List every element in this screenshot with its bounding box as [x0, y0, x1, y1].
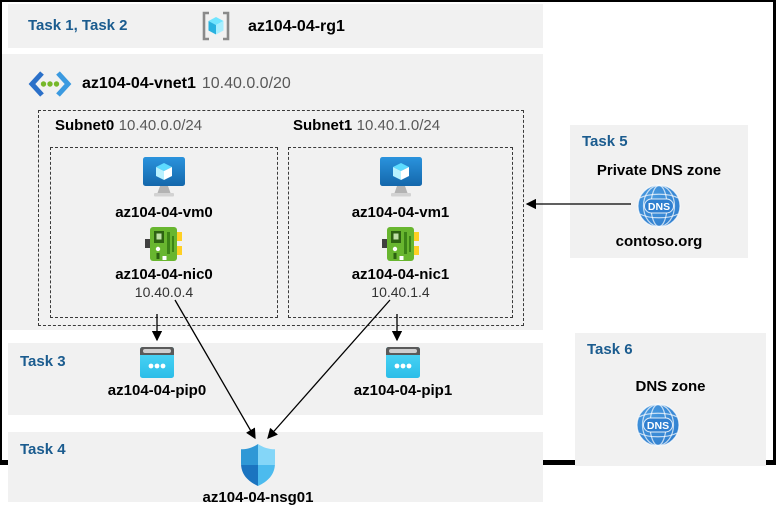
task6-label: Task 6 [587, 341, 633, 358]
nic-name: az104-04-nic1 [351, 266, 450, 283]
vm-icon [379, 157, 422, 197]
resource-group-icon [202, 11, 230, 41]
nsg-group: az104-04-nsg01 [193, 443, 323, 506]
dns-zone-title: DNS zone [635, 378, 706, 395]
pip0-name: az104-04-pip0 [107, 382, 207, 399]
vnet-region: az104-04-vnet1 10.40.0.0/20 Subnet0 10.4… [2, 54, 543, 330]
task3-band: Task 3 az104-04-pip0 az104-04-pip1 [8, 343, 543, 415]
pip1-group: az104-04-pip1 [338, 347, 468, 399]
vm-name: az104-04-vm1 [351, 204, 450, 221]
subnet0-cidr: 10.40.0.0/24 [118, 117, 203, 134]
subnet0-box: az104-04-vm0 az104-04-nic0 10.40.0.4 [50, 147, 278, 318]
vnet-header: az104-04-vnet1 10.40.0.0/20 [28, 70, 291, 98]
resource-group-name: az104-04-rg1 [248, 18, 345, 35]
task4-label: Task 4 [20, 441, 66, 458]
subnet0-label: Subnet0 10.40.0.0/24 [55, 117, 202, 135]
subnet1-box: az104-04-vm1 az104-04-nic1 10.40.1.4 [288, 147, 513, 318]
dns-icon-text: DNS [648, 201, 670, 213]
subnet0-name: Subnet0 [55, 117, 115, 134]
vm-name: az104-04-vm0 [115, 204, 213, 221]
nic-ip: 10.40.0.4 [134, 284, 194, 300]
public-ip-icon [140, 347, 174, 378]
vnet-name: az104-04-vnet1 [82, 75, 196, 92]
dns-icon-text: DNS [647, 420, 669, 432]
task4-band: Task 4 az104-04-nsg01 [8, 432, 543, 506]
private-dns-zone-title: Private DNS zone [596, 162, 722, 179]
task-1-2-label: Task 1, Task 2 [28, 17, 128, 34]
task5-box: Task 5 Private DNS zone DNS contoso.org [570, 125, 748, 258]
dns-icon: DNS [636, 403, 680, 447]
task3-label: Task 3 [20, 353, 66, 370]
nsg-shield-icon [241, 444, 275, 486]
task5-label: Task 5 [582, 133, 628, 150]
task6-box: Task 6 DNS zone DNS [575, 333, 766, 466]
subnet1-cidr: 10.40.1.0/24 [356, 117, 441, 134]
vnet-cidr: 10.40.0.0/20 [201, 75, 291, 92]
nic-icon [381, 227, 419, 261]
nic-icon [145, 227, 182, 261]
subnet1-name: Subnet1 [293, 117, 353, 134]
pip0-group: az104-04-pip0 [92, 347, 222, 399]
vnet-icon [28, 71, 72, 97]
pip1-name: az104-04-pip1 [353, 382, 453, 399]
nic-ip: 10.40.1.4 [371, 284, 430, 300]
vm-icon [143, 157, 185, 197]
subnet1-label: Subnet1 10.40.1.0/24 [293, 117, 440, 135]
subnet1-content: az104-04-vm1 az104-04-nic1 10.40.1.4 [289, 156, 512, 300]
top-band: Task 1, Task 2 az104-04-rg1 [8, 4, 543, 48]
subnet0-content: az104-04-vm0 az104-04-nic0 10.40.0.4 [51, 156, 277, 300]
dns-icon: DNS [637, 184, 681, 228]
nic-name: az104-04-nic0 [115, 266, 213, 283]
public-ip-icon [386, 347, 420, 378]
private-dns-zone-name: contoso.org [615, 233, 703, 250]
nsg-name: az104-04-nsg01 [202, 489, 314, 506]
